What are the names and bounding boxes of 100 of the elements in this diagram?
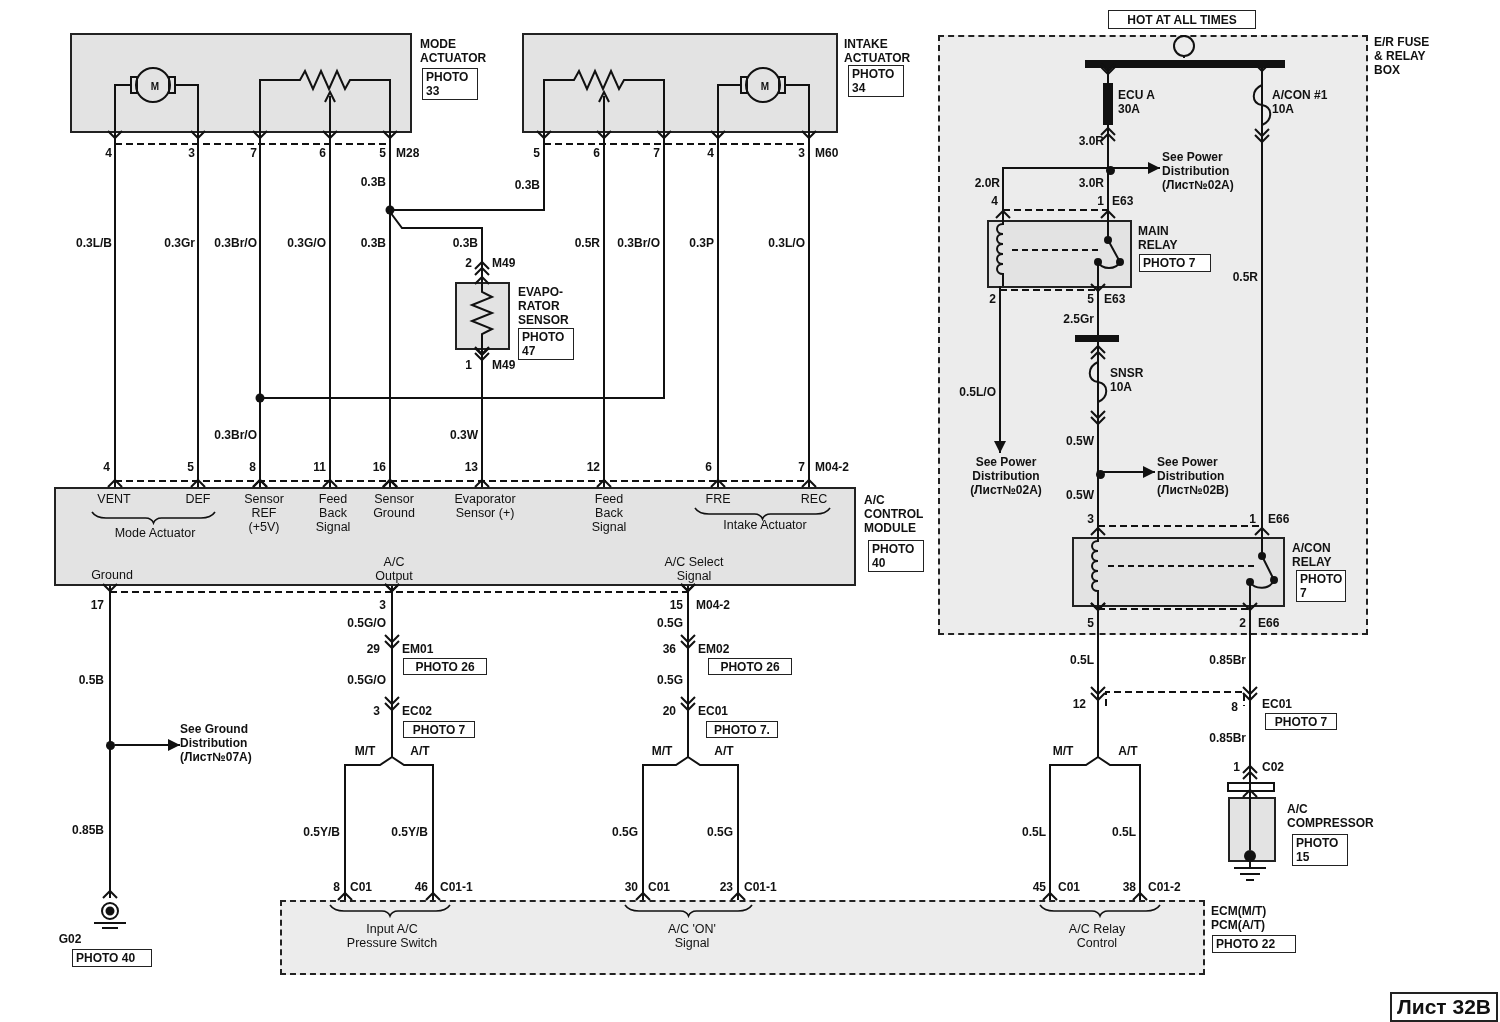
- pin-number: 5: [1087, 292, 1094, 306]
- pin-function-label: FRE: [704, 492, 732, 506]
- pin-number: 1: [1097, 194, 1104, 208]
- wire-code: 0.85B: [71, 823, 104, 837]
- connector-id: EM01: [402, 642, 434, 656]
- photo-tag: PHOTO 40: [868, 540, 924, 572]
- connector-id: C02: [1262, 760, 1284, 774]
- wire-code: 0.5G/O: [347, 673, 386, 687]
- pin-function-label: Ground: [90, 568, 134, 582]
- junction-dot: [1105, 165, 1115, 175]
- pin-number: 7: [250, 146, 257, 160]
- pin-number: 3: [1087, 512, 1094, 526]
- wire-code: 0.5R: [1232, 270, 1258, 284]
- photo-tag: PHOTO 47: [518, 328, 574, 360]
- fuse-label: A/CON #1 10A: [1272, 88, 1329, 116]
- connector-id: M28: [396, 146, 420, 160]
- fuse-label: SNSR 10A: [1110, 366, 1145, 394]
- wire-code: 3.0R: [1078, 134, 1104, 148]
- wire-code: 0.3B: [360, 236, 386, 250]
- pin-number: 45: [1032, 880, 1046, 894]
- transmission-label: A/T: [1118, 744, 1138, 758]
- wire-code: 0.3G/O: [287, 236, 326, 250]
- wire-code: 0.5Y/B: [303, 825, 340, 839]
- wire-code: 0.5G/O: [347, 616, 386, 630]
- wire: [474, 347, 490, 488]
- pin-number: 13: [464, 460, 478, 474]
- wire: [102, 583, 118, 899]
- wire: [322, 130, 338, 488]
- wire-code: 0.5W: [1066, 434, 1094, 448]
- pin-function-label: VENT: [96, 492, 132, 506]
- connector-id: E66: [1258, 616, 1280, 630]
- pin-number: 8: [333, 880, 340, 894]
- reference-note: See Power Distribution (Лист№02B): [1157, 455, 1253, 499]
- wire-code: 0.5G: [657, 673, 683, 687]
- pin-function-label: Intake Actuator: [722, 518, 808, 532]
- pin-number: 3: [379, 598, 386, 612]
- pin-number: 12: [586, 460, 600, 474]
- pin-number: 23: [719, 880, 733, 894]
- photo-tag: PHOTO 15: [1292, 834, 1348, 866]
- photo-tag: PHOTO 26: [708, 658, 792, 675]
- wire-code: 0.5G: [612, 825, 638, 839]
- wire: [1090, 602, 1148, 901]
- pin-number: 2: [465, 256, 472, 270]
- pin-function-label: Mode Actuator: [113, 526, 197, 540]
- wire-code: 0.5Y/B: [391, 825, 428, 839]
- arrow: [994, 285, 1006, 454]
- component-title: A/C CONTROL MODULE: [864, 493, 925, 535]
- photo-tag: PHOTO 7: [1296, 570, 1346, 602]
- pin-number: 30: [624, 880, 638, 894]
- pin-number: 8: [1231, 700, 1238, 714]
- pin-number: 6: [705, 460, 712, 474]
- wire-code: 0.5L: [1022, 825, 1046, 839]
- pin-number: 5: [533, 146, 540, 160]
- pin-number: 7: [798, 460, 805, 474]
- pin-number: 20: [662, 704, 676, 718]
- pin-number: 3: [373, 704, 380, 718]
- wire-code: 0.3L/B: [76, 236, 112, 250]
- wire-code: 0.85Br: [1209, 731, 1246, 745]
- wire-code: 0.3Br/O: [617, 236, 660, 250]
- arrow: [113, 739, 181, 751]
- wire-code: 0.5W: [1066, 488, 1094, 502]
- connector-id: C01: [350, 880, 372, 894]
- connector-id: EC01: [1262, 697, 1293, 711]
- transmission-label: A/T: [410, 744, 430, 758]
- motor-label: M: [149, 81, 161, 93]
- pin-function-label: Sensor Ground: [372, 492, 416, 520]
- connector-id: E66: [1268, 512, 1290, 526]
- wire: [680, 583, 746, 901]
- photo-tag: PHOTO 40: [72, 949, 152, 967]
- pin-number: 11: [313, 460, 326, 474]
- pin-number: 4: [707, 146, 714, 160]
- pin-number: 5: [379, 146, 386, 160]
- junction-dot: [105, 740, 115, 750]
- photo-tag: PHOTO 34: [848, 65, 904, 97]
- transmission-label: M/T: [1052, 744, 1074, 758]
- reference-note: See Ground Distribution (Лист№07A): [180, 722, 284, 766]
- transmission-label: A/T: [714, 744, 734, 758]
- pin-number: 4: [103, 460, 110, 474]
- pin-number: 4: [991, 194, 998, 208]
- connector-id: C01-1: [744, 880, 777, 894]
- transmission-label: M/T: [651, 744, 673, 758]
- pin-number: 6: [593, 146, 600, 160]
- wire-code: 0.5L/O: [959, 385, 996, 399]
- wire-code: 0.5L: [1070, 653, 1094, 667]
- pin-function-label: Feed Back Signal: [590, 492, 628, 534]
- connector-id: M04-2: [815, 460, 849, 474]
- pin-number: 5: [187, 460, 194, 474]
- wire-code: 0.5G: [657, 616, 683, 630]
- wire: [596, 130, 612, 488]
- connector-id: M49: [492, 256, 516, 270]
- connector-id: E63: [1112, 194, 1134, 208]
- connector-id: EC02: [402, 704, 433, 718]
- photo-tag: PHOTO 22: [1212, 935, 1296, 953]
- wire-code: 0.5R: [574, 236, 600, 250]
- component-title: INTAKE ACTUATOR: [844, 37, 912, 65]
- pin-number: 12: [1072, 697, 1086, 711]
- component-title: A/C COMPRESSOR: [1287, 802, 1375, 830]
- pin-function-label: A/C Select Signal: [663, 555, 725, 583]
- pin-number: 1: [1233, 760, 1240, 774]
- motor-label: M: [759, 81, 771, 93]
